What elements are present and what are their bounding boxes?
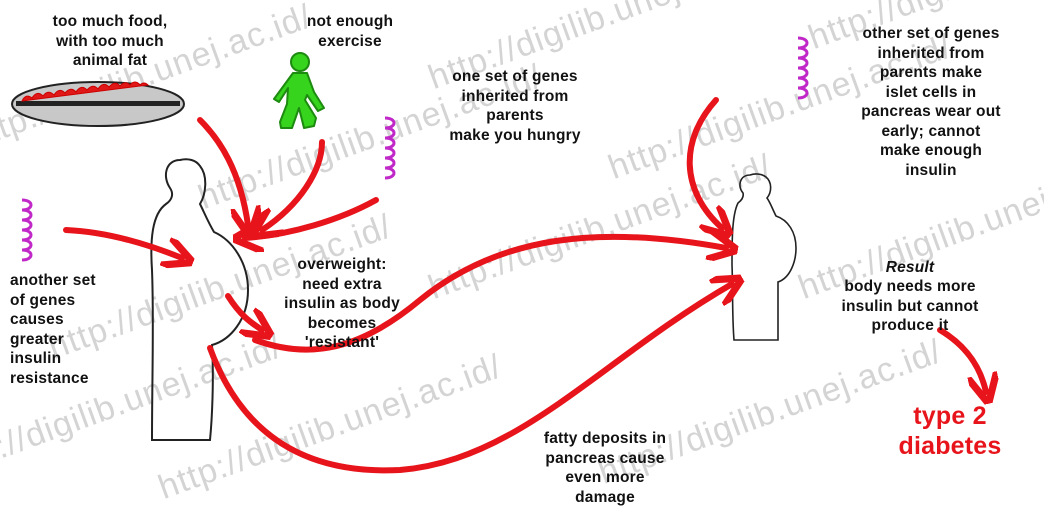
walking-person-icon — [274, 53, 324, 128]
label-another-genes: another set of genes causes greater insu… — [10, 271, 140, 388]
label-result-text: body needs more insulin but cannot produ… — [800, 277, 1020, 336]
fatty-food-dish-icon — [12, 82, 184, 126]
arrow — [940, 330, 986, 392]
arrow — [690, 100, 722, 228]
label-too-much-food: too much food, with too much animal fat — [12, 12, 208, 71]
arrow — [66, 230, 182, 258]
arrow — [228, 296, 262, 330]
label-genes-islet: other set of genes inherited from parent… — [826, 24, 1036, 180]
arrow — [200, 120, 248, 225]
coil-icon — [385, 118, 394, 178]
label-result-title: Result — [800, 258, 1020, 278]
body-outline-icon — [732, 174, 796, 340]
arrow — [245, 200, 376, 238]
coil-icon — [798, 38, 807, 98]
label-overweight: overweight: need extra insulin as body b… — [262, 255, 422, 353]
arrow — [262, 142, 322, 230]
coil-icon — [22, 200, 31, 260]
label-not-enough-exercise: not enough exercise — [280, 12, 420, 51]
label-type2-diabetes: type 2 diabetes — [870, 401, 1030, 461]
label-genes-hungry: one set of genes inherited from parents … — [400, 67, 630, 145]
label-fatty-deposits: fatty deposits in pancreas cause even mo… — [505, 429, 705, 507]
